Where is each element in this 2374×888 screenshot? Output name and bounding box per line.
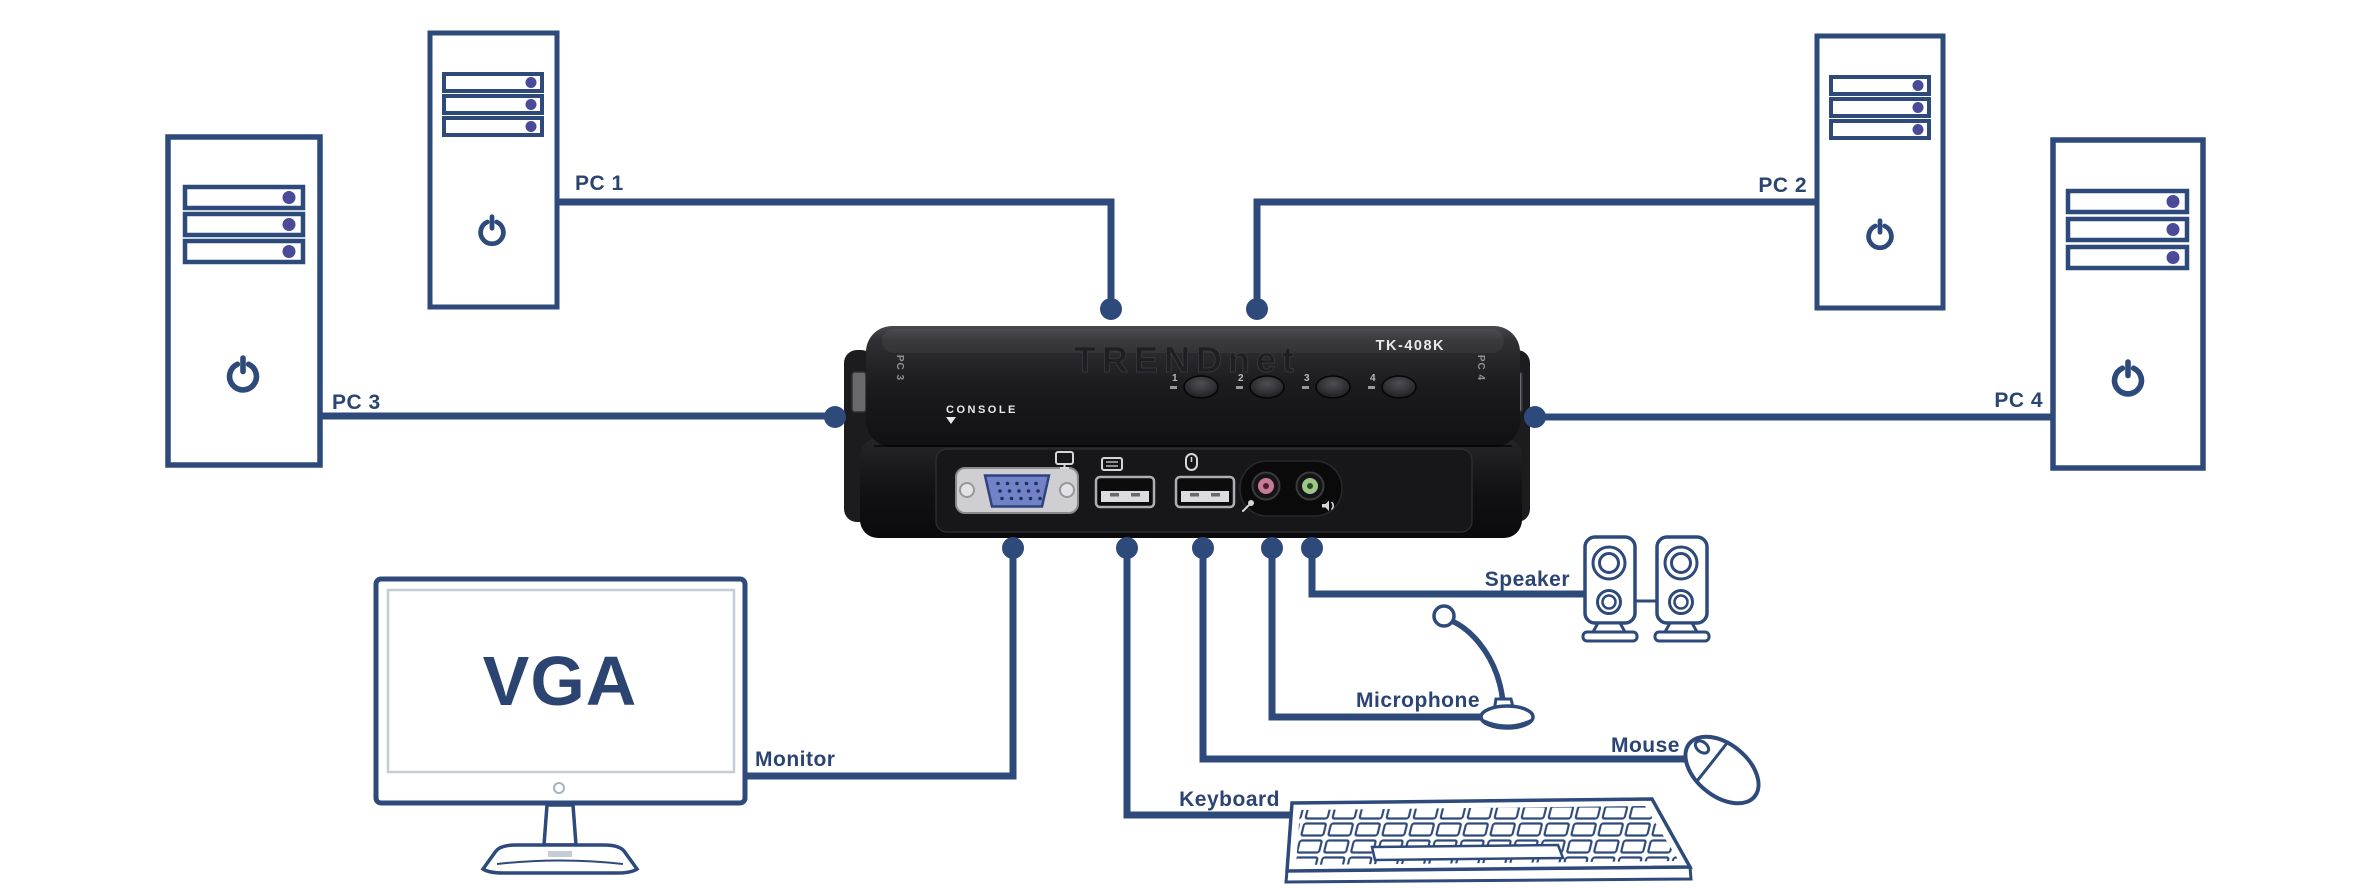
usb-port-keyboard <box>1094 457 1156 509</box>
kvm-brand-logo: TRENDnet <box>1074 339 1300 380</box>
mouse-label: Mouse <box>1611 734 1680 757</box>
speaker-jack-icon <box>1322 500 1334 511</box>
pc2-drive-bays <box>1829 75 1931 140</box>
speakers <box>1581 535 1711 643</box>
kvm-button-2-number: 2 <box>1238 373 1244 384</box>
kvm-button-3-number: 3 <box>1304 373 1310 384</box>
microphone-jack-icon <box>1242 500 1254 512</box>
monitor-stand-base <box>480 843 640 875</box>
pc2-tower <box>1814 33 1946 311</box>
kvm-model-text: TK-408K <box>1376 338 1445 354</box>
pc4-label: PC 4 <box>1994 389 2043 412</box>
connection-dots <box>824 298 1546 559</box>
microphone-base <box>1479 704 1535 730</box>
monitor-screen-text: VGA <box>483 642 638 720</box>
microphone-head <box>1432 604 1456 628</box>
kvm-button-1-number: 1 <box>1172 373 1178 384</box>
connection-dot-speaker <box>1301 537 1323 559</box>
kvm-left-side-label: PC 3 <box>894 355 905 381</box>
vga-port <box>955 451 1079 514</box>
pc1-label: PC 1 <box>575 172 624 195</box>
pc3-label: PC 3 <box>332 391 381 414</box>
connection-line-keyboard <box>1123 548 1292 819</box>
microphone-label: Microphone <box>1356 689 1480 712</box>
keyboard-port-icon <box>1101 457 1123 471</box>
speaker-label: Speaker <box>1485 568 1570 591</box>
kvm-button-2 <box>1249 375 1285 399</box>
connection-dot-mouse <box>1192 537 1214 559</box>
pc2-bay-leds <box>1912 80 1924 135</box>
pc4-drive-bays <box>2065 188 2190 271</box>
pc1-tower <box>427 30 560 310</box>
connection-line-pc2 <box>1253 198 1817 300</box>
monitor-stand-neck <box>542 803 578 847</box>
pc4-tower <box>2050 137 2206 471</box>
connection-line-speaker <box>1308 548 1586 598</box>
connection-dot-monitor <box>1002 537 1024 559</box>
kvm-button-4-number: 4 <box>1370 373 1376 384</box>
mouse-port-icon <box>1185 453 1198 471</box>
audio-jacks <box>1239 460 1343 517</box>
console-arrow-icon <box>946 417 956 424</box>
connection-dot-keyboard <box>1116 537 1138 559</box>
usb-mouse-tongue <box>1181 491 1229 502</box>
mouse <box>1683 734 1761 806</box>
monitor-port-icon <box>1055 451 1074 469</box>
monitor-stand-joint <box>548 851 572 857</box>
kvm-console-label: CONSOLE <box>946 404 1018 416</box>
pc4-bay-leds <box>2166 195 2180 264</box>
pc1-bay-leds <box>525 77 537 132</box>
keyboard-label: Keyboard <box>1179 788 1280 811</box>
connection-dot-pc2 <box>1246 298 1268 320</box>
connection-lines <box>320 198 2053 819</box>
pc3-drive-bays <box>182 184 306 265</box>
pc1-drive-bays <box>442 72 544 137</box>
connection-line-pc1 <box>557 198 1115 300</box>
microphone-base-line <box>1482 719 1532 727</box>
connection-dot-microphone <box>1261 537 1283 559</box>
kvm-port-buttons: 1 2 3 4 <box>1170 373 1417 399</box>
kvm-button-4 <box>1381 375 1417 399</box>
pc3-bay-leds <box>282 191 296 258</box>
connection-line-mouse <box>1199 548 1690 763</box>
speaker-right <box>1653 535 1711 643</box>
kvm-button-leds <box>1170 386 1375 389</box>
monitor: VGA <box>373 576 748 875</box>
monitor-label: Monitor <box>755 748 835 771</box>
speaker-jack <box>1295 471 1325 501</box>
vga-screw-right <box>1059 482 1075 498</box>
usb-port-mouse <box>1174 453 1236 509</box>
speaker-left <box>1581 535 1639 643</box>
monitor-stand-base-line <box>496 859 624 865</box>
mouse-button-split <box>1695 742 1729 782</box>
microphone-jack <box>1251 471 1281 501</box>
connection-dot-pc3 <box>824 406 846 428</box>
keyboard-spacebar <box>1370 843 1565 862</box>
connection-line-microphone <box>1268 548 1484 721</box>
usb-keyboard-tongue <box>1101 491 1149 502</box>
mouse-scroll-wheel <box>1693 739 1711 755</box>
vga-screw-left <box>959 482 975 498</box>
pc2-label: PC 2 <box>1758 174 1807 197</box>
kvm-button-1 <box>1183 375 1219 399</box>
vga-pin-holes <box>996 481 1042 501</box>
connection-line-monitor <box>745 548 1017 780</box>
microphone <box>1432 604 1535 730</box>
keyboard <box>1284 797 1693 884</box>
mouse-body <box>1683 734 1761 806</box>
monitor-screen <box>386 588 736 774</box>
pc3-tower <box>165 134 323 468</box>
kvm-switch: TRENDnet TK-408K PC 3 PC 4 1 2 3 4 CONSO… <box>844 326 1530 538</box>
monitor-power-led <box>553 782 565 794</box>
connection-dot-pc4 <box>1524 406 1546 428</box>
kvm-top-sheen <box>882 329 1504 353</box>
kvm-right-side-label: PC 4 <box>1475 355 1486 381</box>
connection-dot-pc1 <box>1100 298 1122 320</box>
kvm-button-3 <box>1315 375 1351 399</box>
kvm-left-side-connector <box>851 371 867 413</box>
